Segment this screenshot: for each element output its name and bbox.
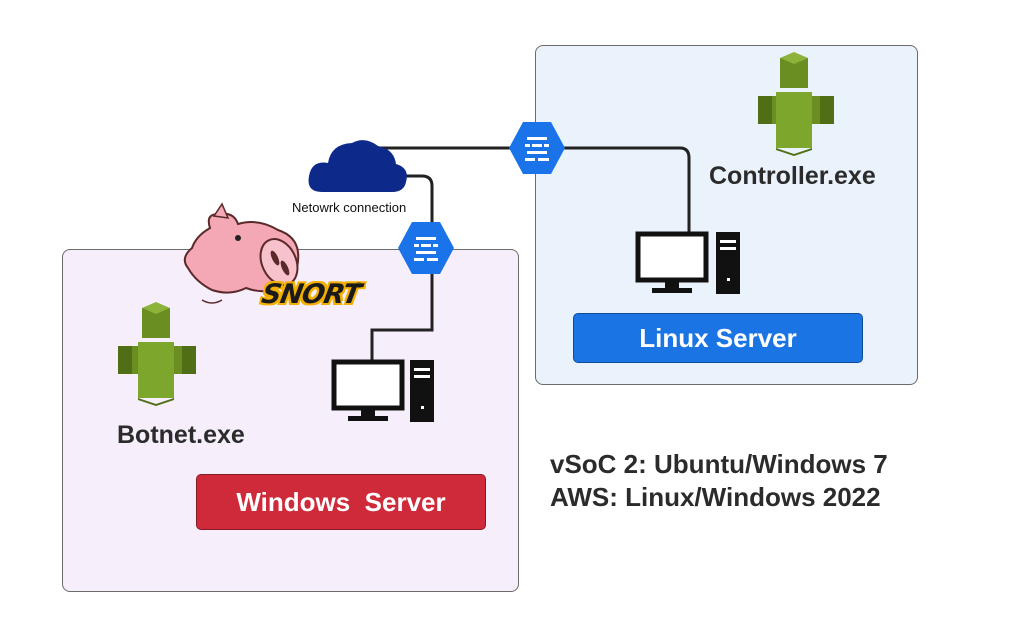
environment-note: vSoC 2: Ubuntu/Windows 7 AWS: Linux/Wind… bbox=[550, 448, 888, 514]
snort-logo-text: SNORT bbox=[259, 279, 363, 310]
snort-registered-mark: ® bbox=[356, 281, 362, 290]
network-connection-label: Netowrk connection bbox=[292, 200, 407, 215]
controller-exe-label: Controller.exe bbox=[709, 162, 876, 190]
line-cloud-to-linux bbox=[378, 146, 691, 232]
botnet-exe-label: Botnet.exe bbox=[117, 421, 245, 449]
windows-server-label: Windows Server bbox=[196, 474, 486, 530]
environment-note-line-2: AWS: Linux/Windows 2022 bbox=[550, 482, 881, 512]
windows-zone bbox=[62, 249, 519, 592]
linux-server-label: Linux Server bbox=[573, 313, 863, 363]
environment-note-line-1: vSoC 2: Ubuntu/Windows 7 bbox=[550, 449, 888, 479]
line-windows-to-cloud bbox=[370, 174, 434, 360]
